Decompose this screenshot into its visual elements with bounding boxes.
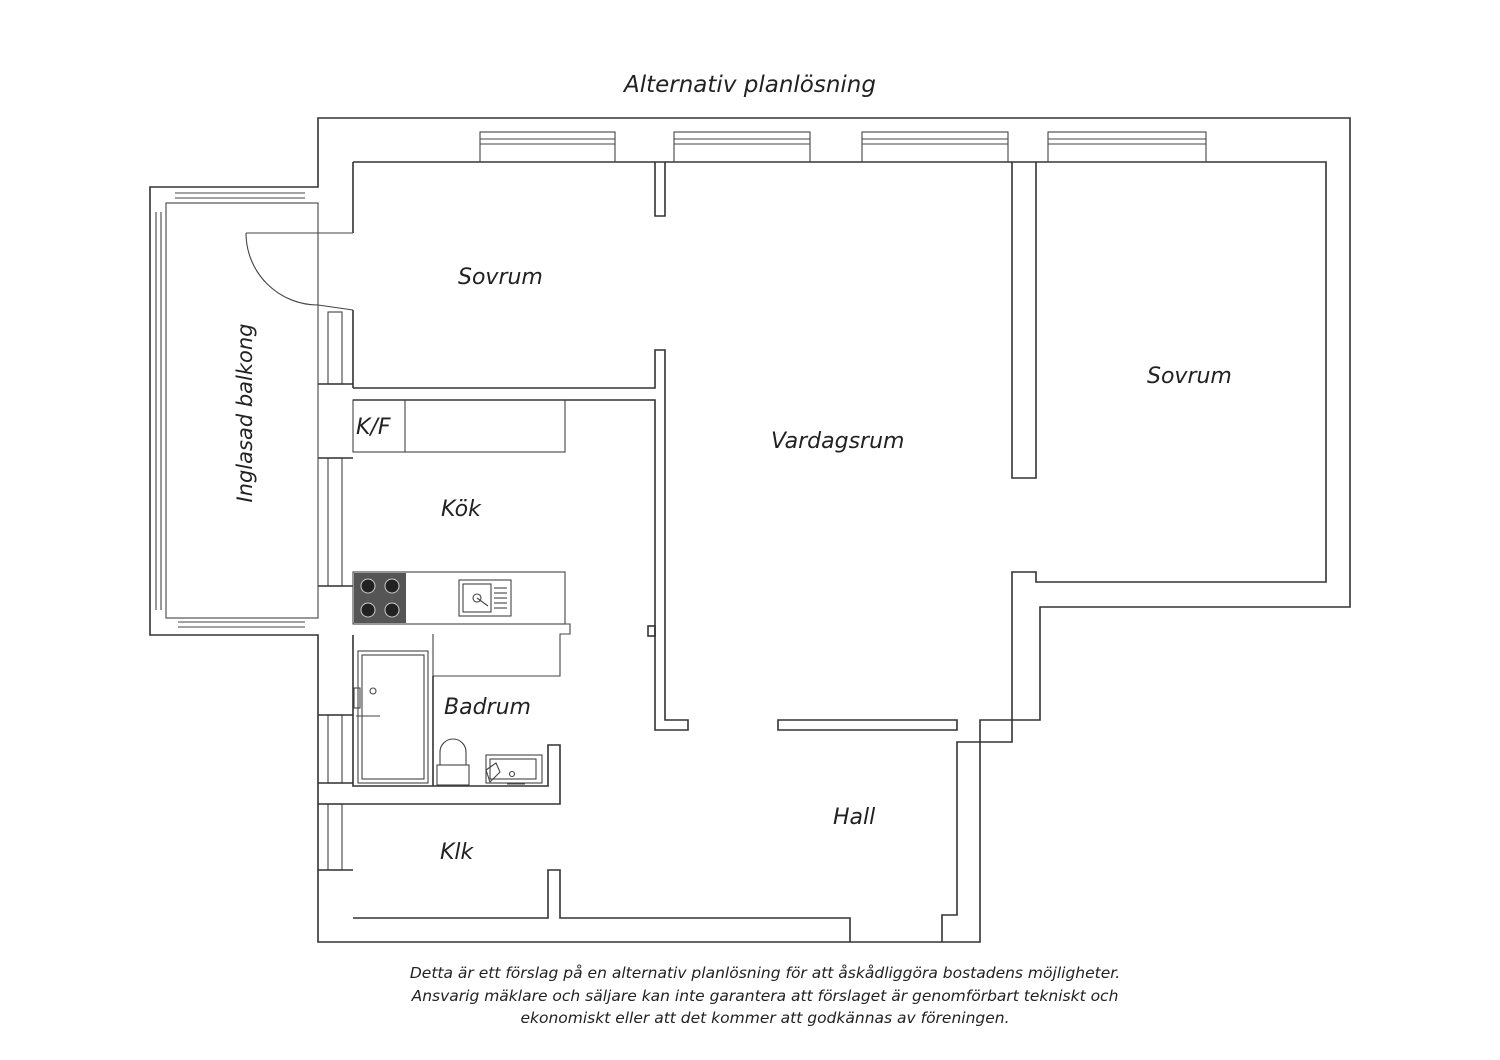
balcony-door bbox=[245, 232, 354, 311]
outer-wall bbox=[149, 117, 1351, 943]
kitchen-fixtures bbox=[352, 399, 571, 677]
room-label-sovrum-right: Sovrum bbox=[1147, 364, 1232, 389]
left-windows bbox=[318, 311, 353, 871]
room-label-sovrum-left: Sovrum bbox=[458, 265, 543, 290]
disclaimer-line-3: ekonomiskt eller att det kommer att godk… bbox=[520, 1009, 1010, 1027]
balcony-glazing bbox=[155, 192, 319, 628]
inner-wall-left bbox=[352, 162, 851, 942]
room-label-badrum: Badrum bbox=[444, 695, 531, 720]
partition-walls bbox=[353, 162, 1037, 731]
disclaimer-line-1: Detta är ett förslag på en alternativ pl… bbox=[409, 964, 1121, 982]
room-label-klk: Klk bbox=[440, 840, 474, 865]
room-label-balkong: Inglasad balkong bbox=[233, 323, 257, 503]
bathroom-fixtures bbox=[352, 635, 561, 805]
disclaimer-text: Detta är ett förslag på en alternativ pl… bbox=[0, 962, 1500, 1030]
plan-title: Alternativ planlösning bbox=[623, 72, 876, 98]
room-label-vardagsrum: Vardagsrum bbox=[771, 429, 905, 454]
top-windows bbox=[479, 131, 1207, 163]
disclaimer-line-2: Ansvarig mäklare och säljare kan inte ga… bbox=[411, 986, 1119, 1005]
room-label-kf: K/F bbox=[356, 415, 391, 440]
inner-wall bbox=[353, 161, 1327, 942]
room-label-kok: Kök bbox=[441, 497, 481, 522]
room-label-hall: Hall bbox=[833, 805, 876, 830]
